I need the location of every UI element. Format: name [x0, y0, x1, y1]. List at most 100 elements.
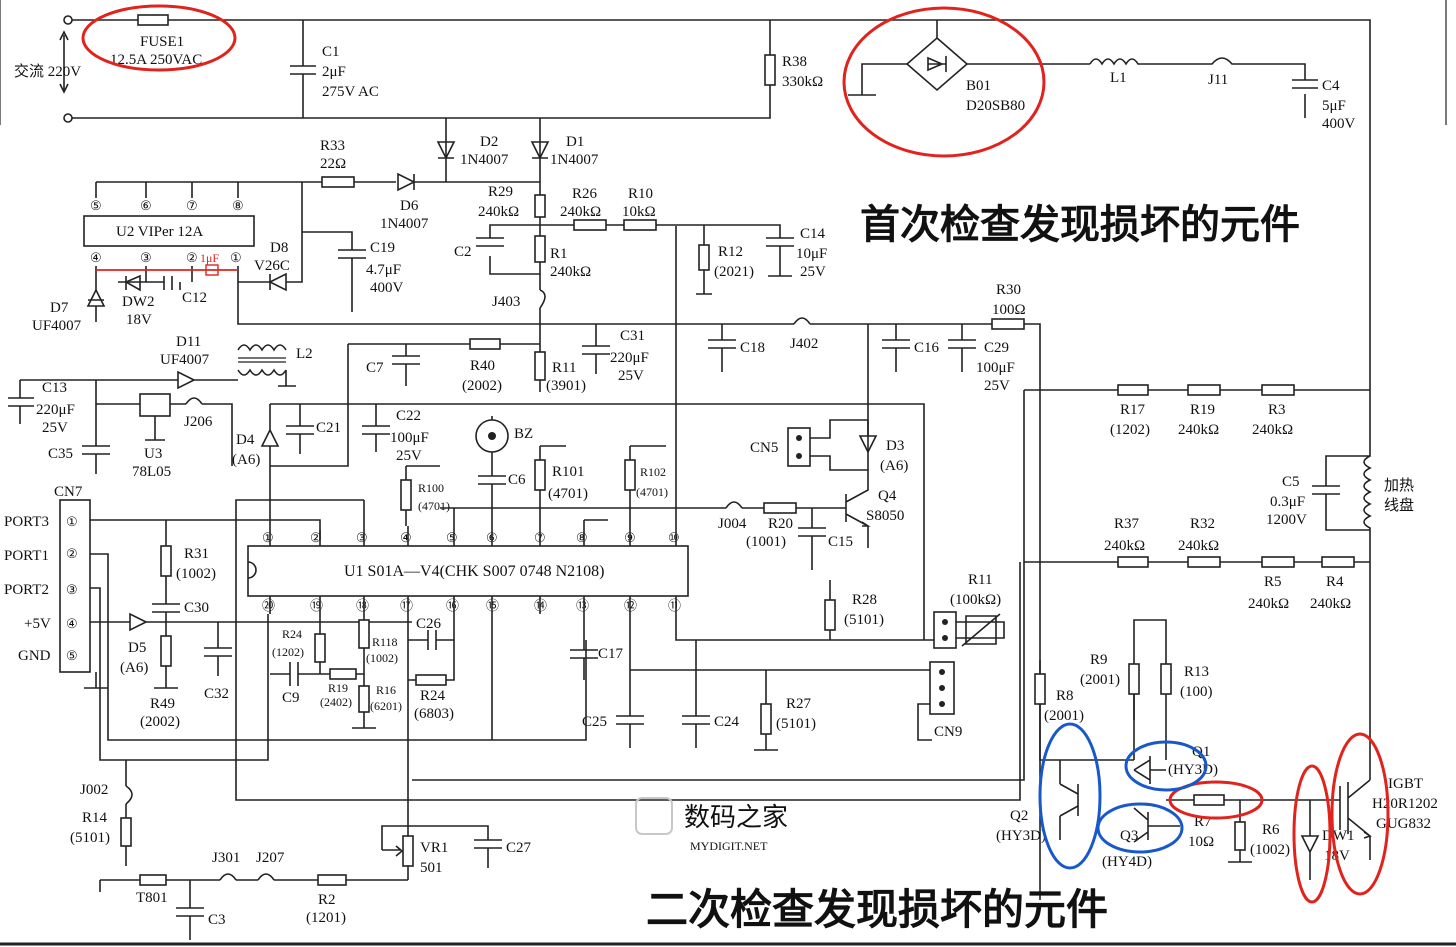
- coil-label-2: 线盘: [1384, 496, 1414, 514]
- q4-value: S8050: [866, 508, 904, 524]
- first-check-note: 首次检查发现损坏的元件: [860, 202, 1300, 247]
- fuse1: [137, 14, 169, 26]
- r49-value: (2002): [140, 714, 180, 730]
- c31-voltage: 25V: [618, 368, 644, 384]
- port1-label: PORT1: [4, 548, 49, 564]
- divider-section: R29 240kΩ R1 240kΩ C2 R26 240kΩ R10 10kΩ…: [270, 184, 1041, 900]
- r101-ref: R101: [552, 464, 585, 480]
- r9: [1128, 663, 1140, 695]
- dw2-ref: DW2: [122, 294, 155, 310]
- q4-ref: Q4: [878, 488, 897, 504]
- r13-ref: R13: [1184, 664, 1209, 680]
- r100-value: (4701): [418, 499, 450, 513]
- r2-ref: R2: [318, 892, 336, 908]
- r28-value: (5101): [844, 612, 884, 628]
- r8-ref: R8: [1056, 688, 1074, 704]
- c26-ref: C26: [416, 616, 442, 632]
- fuse1-value: 12.5A 250VAC: [110, 52, 202, 68]
- cn5-connector: [787, 427, 811, 467]
- r19b-value: (2402): [320, 695, 352, 709]
- highlight-fuse1: [81, 4, 237, 72]
- r49-ref: R49: [150, 696, 175, 712]
- watermark-sub: MYDIGIT.NET: [690, 839, 768, 853]
- r31: [160, 545, 172, 577]
- c35-ref: C35: [48, 446, 73, 462]
- r24a-value: (1202): [272, 645, 304, 659]
- highlight-r7: [1168, 780, 1264, 820]
- u1-pin-13: ⑬: [576, 598, 589, 613]
- driver-section: R8 (2001) R9 (2001) R13 (100) Q1 (HY3D) …: [996, 619, 1438, 880]
- r29-value: 240kΩ: [478, 204, 519, 220]
- r8-value: (2001): [1044, 708, 1084, 724]
- u1-pin-18: ⑱: [356, 598, 369, 613]
- d8-value: V26C: [254, 258, 290, 274]
- r38-value: 330kΩ: [782, 74, 823, 90]
- c5-value: 0.3μF: [1270, 494, 1305, 510]
- cn7-section: CN7 ① ② ③ ④ ⑤ PORT3 PORT1 PORT2 +5V GND …: [4, 484, 587, 761]
- r1-value: 240kΩ: [550, 264, 591, 280]
- r16-ref: R16: [376, 683, 396, 697]
- r19b-ref: R19: [328, 681, 348, 695]
- u1-pin-4: ④: [400, 530, 412, 545]
- d6-value: 1N4007: [380, 216, 429, 232]
- u2-pin-7: ⑦: [186, 198, 198, 213]
- r16: [358, 685, 370, 713]
- r12-ref: R12: [718, 244, 743, 260]
- r11a-ref: R11: [552, 360, 576, 376]
- r118-ref: R118: [372, 635, 398, 649]
- transistor-q3: [1133, 807, 1180, 843]
- c13-ref: C13: [42, 380, 67, 396]
- c14-value: 10μF: [796, 246, 827, 262]
- transistor-q1: [1133, 756, 1166, 784]
- r17: [1117, 384, 1149, 396]
- r3-value: 240kΩ: [1252, 422, 1293, 438]
- b01-value: D20SB80: [966, 98, 1025, 114]
- r37-value: 240kΩ: [1104, 538, 1145, 554]
- c17-ref: C17: [598, 646, 624, 662]
- cn9-ref: CN9: [934, 724, 962, 740]
- r6: [1234, 821, 1246, 851]
- r8: [1034, 673, 1046, 705]
- r12: [698, 244, 710, 271]
- ac-terminal-top: [63, 15, 73, 25]
- r11a-value: (3901): [546, 378, 586, 394]
- u1-pin-17: ⑰: [400, 598, 413, 613]
- ac-terminal-bottom: [63, 113, 73, 123]
- r100-ref: R100: [418, 481, 444, 495]
- r7: [1193, 794, 1225, 806]
- gnd-label: GND: [18, 648, 51, 664]
- r29-ref: R29: [488, 184, 513, 200]
- vr1: [402, 835, 414, 867]
- d4-ref: D4: [236, 432, 255, 448]
- u1-pins-bottom: ⑳ ⑲ ⑱ ⑰ ⑯ ⑮ ⑭ ⑬ ⑫ ⑪: [262, 598, 681, 613]
- r27-value: (5101): [776, 716, 816, 732]
- c31-ref: C31: [620, 328, 645, 344]
- r37-ref: R37: [1114, 516, 1140, 532]
- dw1-ref: DW1: [1322, 828, 1355, 844]
- u1-pin-16: ⑯: [446, 598, 459, 613]
- igbt-ref: IGBT: [1388, 776, 1423, 792]
- highlight-q2: [1038, 722, 1102, 870]
- r11b-ref: R11: [968, 572, 992, 588]
- c1-voltage: 275V AC: [322, 84, 379, 100]
- igbt-value-2: GUG832: [1376, 816, 1431, 832]
- d7-ref: D7: [50, 300, 69, 316]
- r20-value: (1001): [746, 534, 786, 550]
- c7-ref: C7: [366, 360, 384, 376]
- c30-ref: C30: [184, 600, 209, 616]
- d2-value: 1N4007: [460, 152, 509, 168]
- b01-ref: B01: [966, 78, 991, 94]
- r37: [1117, 556, 1149, 568]
- j004-ref: J004: [718, 516, 747, 532]
- r29: [534, 194, 546, 218]
- u3-value: 78L05: [132, 464, 171, 480]
- c13-voltage: 25V: [42, 420, 68, 436]
- cn7-pin-2: ②: [66, 546, 78, 561]
- r19-240k: [1187, 384, 1221, 396]
- watermark-main: 数码之家: [684, 803, 788, 832]
- r10: [623, 219, 657, 231]
- c21-ref: C21: [316, 420, 341, 436]
- q3-value: (HY4D): [1102, 854, 1152, 870]
- highlight-dw1: [1292, 764, 1332, 904]
- c32-ref: C32: [204, 686, 229, 702]
